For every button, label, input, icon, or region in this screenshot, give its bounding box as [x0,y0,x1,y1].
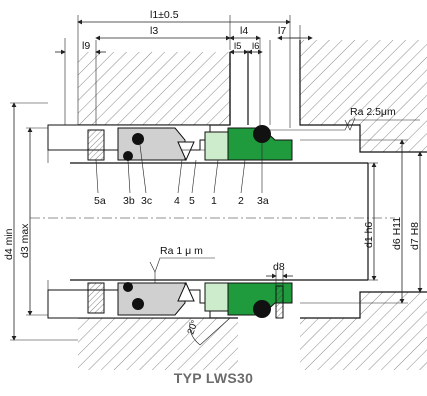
dim-d8: d8 [273,261,285,273]
dim-l3: l3 [150,25,158,37]
dim-d3: d3 max [19,223,31,258]
seal-lower [47,280,293,319]
seal-upper [47,40,293,163]
angle-20: 20° [185,319,200,336]
part-3b: 3b [123,195,135,207]
drawing-caption: TYP LWS30 [173,370,254,386]
part-5: 5 [189,195,195,207]
dim-l9: l9 [82,40,90,52]
part-3a: 3a [257,195,269,207]
part-4: 4 [174,195,180,207]
part-1: 1 [211,195,217,207]
part-2: 2 [238,195,244,207]
part-leaders [95,143,263,194]
dim-l1: l1±0.5 [150,9,179,21]
dim-d6: d6 H11 [391,217,403,250]
dim-d4: d4 min [3,228,15,260]
dim-l6: l6 [252,41,259,52]
dimensions [10,15,423,346]
dim-l7: l7 [278,25,286,37]
shaft [30,162,395,281]
dim-d1: d1 h6 [363,222,375,248]
dim-l4: l4 [240,25,248,37]
dim-l5: l5 [234,41,241,52]
dim-d7: d7 H8 [409,222,421,250]
part-3c: 3c [141,195,152,207]
part-5a: 5a [94,195,106,207]
roughness-top: Ra 2.5μm [350,106,396,118]
labels: l1±0.5 l3 l4 l5 l6 l7 l9 Ra 2.5μm Ra 1 μ… [3,9,421,336]
roughness-bottom: Ra 1 μ m [160,245,203,257]
